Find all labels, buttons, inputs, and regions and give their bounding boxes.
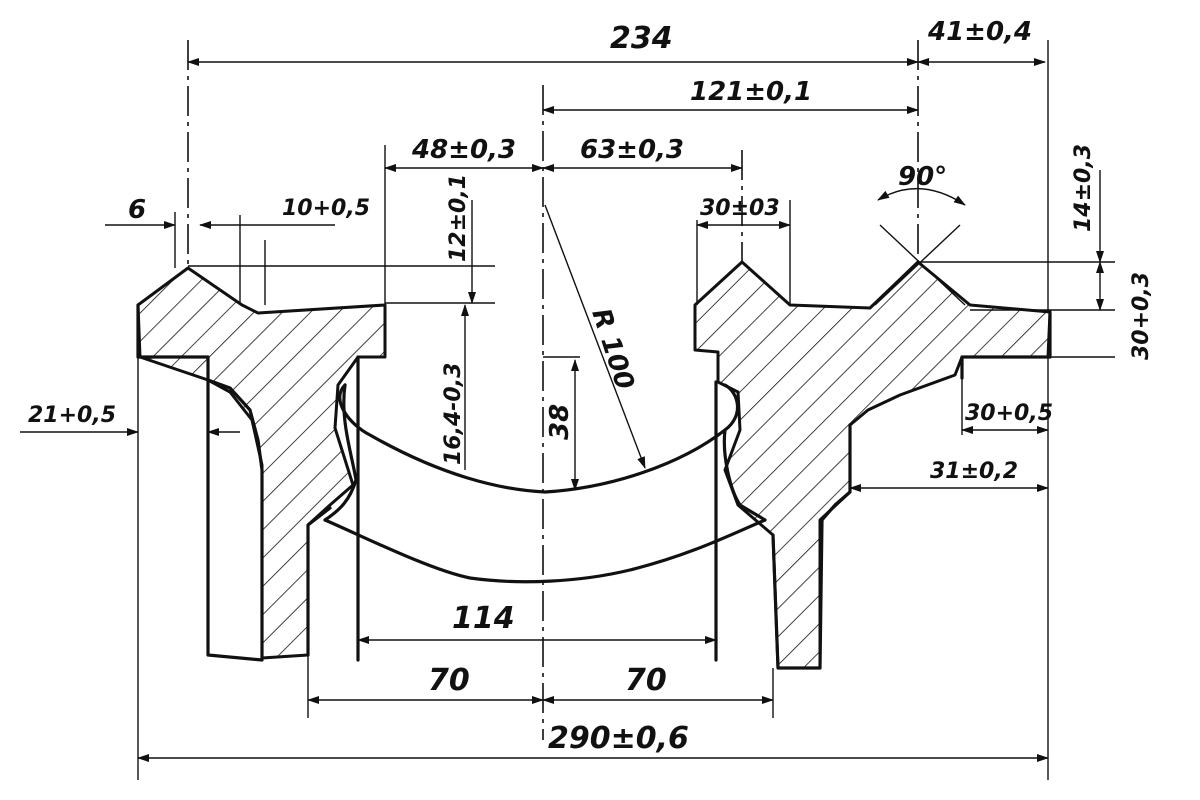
saddle-right-edge <box>722 428 767 522</box>
part-outline-bottom-left <box>306 506 332 657</box>
dim-text-31: 31±0,2 <box>930 459 1018 484</box>
left-wall-section <box>136 266 387 660</box>
dim-text-114: 114 <box>452 601 515 636</box>
angle-line-2 <box>874 224 961 306</box>
dim-text-41: 41±0,4 <box>927 17 1032 47</box>
saddle-lower-curve <box>323 518 767 584</box>
left-inner-wall <box>206 378 264 660</box>
dim-text-121: 121±0,1 <box>690 77 812 107</box>
dim-text-21: 21+0,5 <box>28 403 116 428</box>
dim-text-164: 16,4-0,3 <box>441 363 466 465</box>
dim-text-290: 290±0,6 <box>548 721 689 756</box>
saddle-upper-curve <box>338 383 739 494</box>
dim-text-30-right: 30+0,3 <box>1129 272 1154 360</box>
dim-text-10: 10+0,5 <box>282 196 370 221</box>
dim-text-14: 14±0,3 <box>1071 144 1096 232</box>
dim-text-angle: 90° <box>898 162 947 192</box>
dim-text-6: 6 <box>128 195 146 225</box>
dim-text-30-groove: 30±03 <box>700 196 780 221</box>
dim-text-12: 12±0,1 <box>446 174 471 262</box>
dim-text-234: 234 <box>610 21 673 56</box>
dim-text-63: 63±0,3 <box>580 135 684 165</box>
dim-text-70-right: 70 <box>625 663 667 698</box>
right-inner-wall <box>771 423 852 670</box>
radius-leader <box>544 204 646 469</box>
dim-text-70-left: 70 <box>428 663 470 698</box>
part-outline-left <box>136 303 264 662</box>
dim-text-30-step: 30+0,5 <box>965 401 1053 426</box>
angle-arc <box>877 188 966 206</box>
dim-text-38: 38 <box>545 404 575 440</box>
dim-text-radius: R 100 <box>585 305 639 394</box>
angle-line-1 <box>879 224 966 306</box>
saddle-left-edge <box>323 383 358 522</box>
dim-text-48: 48±0,3 <box>411 135 516 165</box>
